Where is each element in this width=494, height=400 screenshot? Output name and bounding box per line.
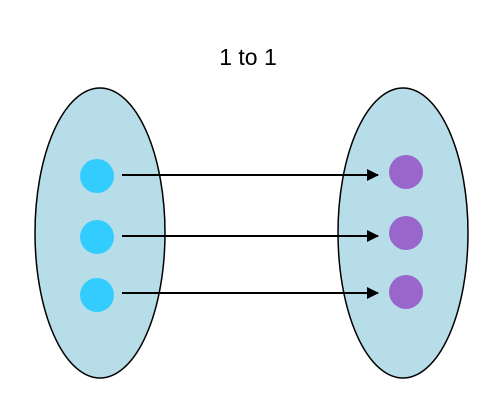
- arrows: [122, 169, 379, 299]
- codomain-element-2: [389, 216, 423, 250]
- domain-elements: [80, 159, 114, 312]
- diagram-title: 1 to 1: [219, 44, 277, 70]
- domain-element-1: [80, 159, 114, 193]
- codomain-element-3: [389, 275, 423, 309]
- domain-element-3: [80, 278, 114, 312]
- codomain-elements: [389, 155, 423, 309]
- domain-element-2: [80, 220, 114, 254]
- codomain-element-1: [389, 155, 423, 189]
